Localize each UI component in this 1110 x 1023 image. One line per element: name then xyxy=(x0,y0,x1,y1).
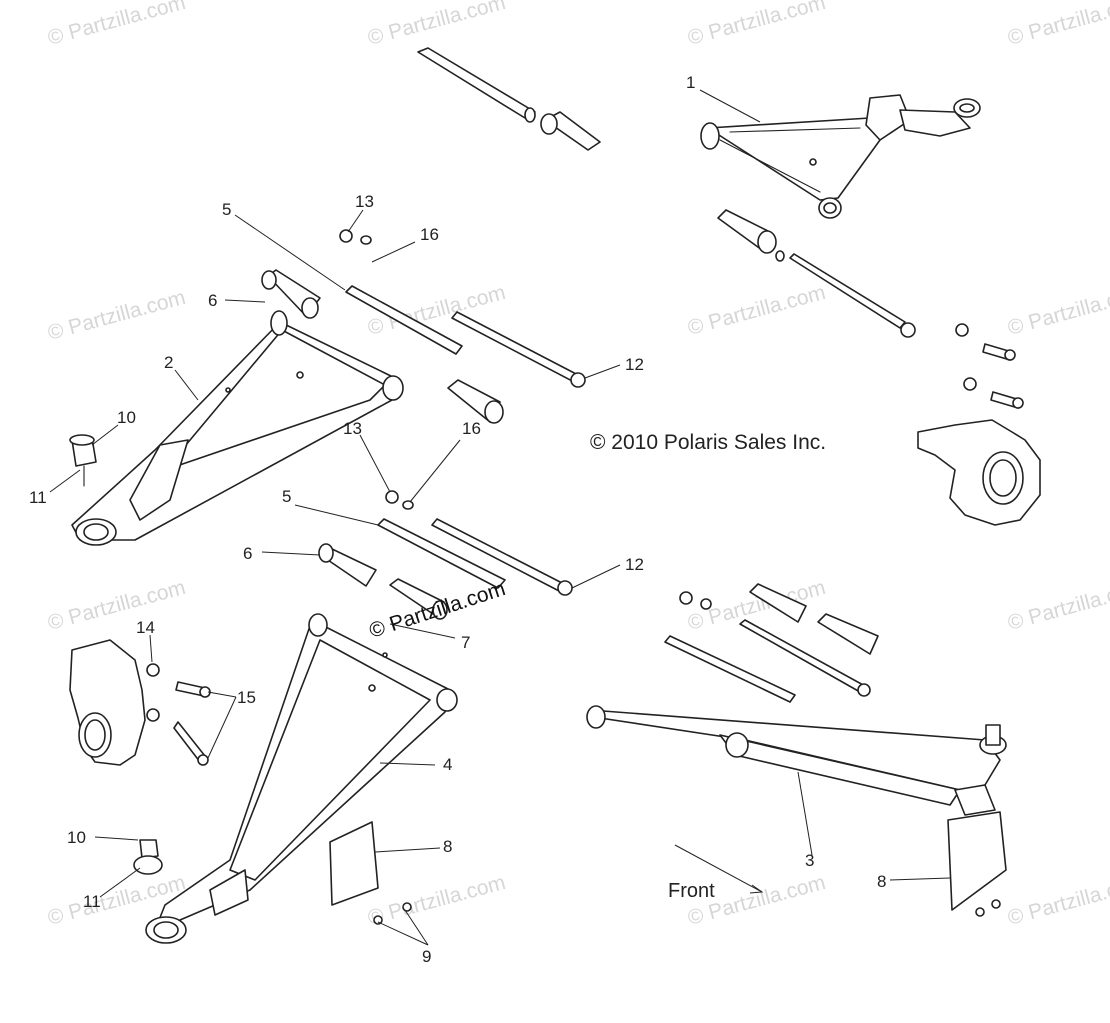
watermark: © Partzilla.com xyxy=(365,871,508,930)
bolt-12-upper xyxy=(451,311,586,388)
callout-5b: 5 xyxy=(282,487,291,506)
hardware-14-15 xyxy=(146,663,211,766)
steering-knuckle-left xyxy=(69,639,146,766)
callout-16a: 16 xyxy=(420,225,439,244)
nut-washer-middle xyxy=(385,490,414,510)
callout-12a: 12 xyxy=(625,355,644,374)
pivot-tube-5-lower xyxy=(377,518,573,596)
callout-15: 15 xyxy=(237,688,256,707)
a-arm-lower-right xyxy=(586,705,1007,816)
callout-14: 14 xyxy=(136,618,155,637)
callout-1: 1 xyxy=(686,73,695,92)
callout-5a: 5 xyxy=(222,200,231,219)
watermark: © Partzilla.com xyxy=(685,281,828,340)
right-lower-hardware xyxy=(664,583,879,703)
front-direction-label: Front xyxy=(668,880,715,902)
callout-8a: 8 xyxy=(443,837,452,856)
callout-13a: 13 xyxy=(355,192,374,211)
copyright-notice: © 2010 Polaris Sales Inc. xyxy=(590,431,826,454)
callout-10b: 10 xyxy=(67,828,86,847)
steering-knuckle-right xyxy=(917,419,1041,526)
callout-11b: 11 xyxy=(83,892,101,911)
watermark: © Partzilla.com xyxy=(1005,871,1110,930)
ball-joint-lower-left xyxy=(133,839,163,875)
callout-4: 4 xyxy=(443,755,452,774)
nut-washer-upper xyxy=(339,229,372,245)
callout-3: 3 xyxy=(805,851,814,870)
callout-8b: 8 xyxy=(877,872,886,891)
watermark: © Partzilla.com xyxy=(45,576,188,635)
callout-16b: 16 xyxy=(462,419,481,438)
callout-12b: 12 xyxy=(625,555,644,574)
bushing-upper xyxy=(261,269,321,319)
watermark: © Partzilla.com xyxy=(45,0,188,50)
watermark: © Partzilla.com xyxy=(1005,0,1110,50)
callout-7: 7 xyxy=(461,633,470,652)
right-upper-hardware xyxy=(717,209,1024,409)
callout-labels: 1 2 3 4 5 5 6 6 7 8 8 9 10 10 11 11 12 1… xyxy=(29,73,886,966)
leader-lines xyxy=(49,89,951,946)
callout-6a: 6 xyxy=(208,291,217,310)
skid-plate-left xyxy=(329,821,412,925)
center-watermark: © Partzilla.com xyxy=(366,577,508,643)
callout-11a: 11 xyxy=(29,488,47,507)
pivot-tube-top xyxy=(417,47,601,151)
callout-10a: 10 xyxy=(117,408,136,427)
ball-joint-upper-left xyxy=(69,434,97,487)
bushing-middle xyxy=(447,379,504,424)
callout-6b: 6 xyxy=(243,544,252,563)
watermark: © Partzilla.com xyxy=(1005,281,1110,340)
watermark: © Partzilla.com xyxy=(1005,576,1110,635)
a-arm-lower-left xyxy=(145,613,458,944)
watermark: © Partzilla.com xyxy=(45,286,188,345)
a-arm-upper-left xyxy=(71,310,404,546)
pivot-tube-5-upper xyxy=(345,285,463,355)
watermark: © Partzilla.com xyxy=(365,0,508,50)
callout-13b: 13 xyxy=(343,419,362,438)
callout-9: 9 xyxy=(422,947,431,966)
bushings-lower xyxy=(318,543,448,620)
skid-plate-right xyxy=(947,811,1007,917)
callout-2: 2 xyxy=(164,353,173,372)
watermark: © Partzilla.com xyxy=(685,0,828,50)
a-arm-upper-right xyxy=(700,94,981,219)
